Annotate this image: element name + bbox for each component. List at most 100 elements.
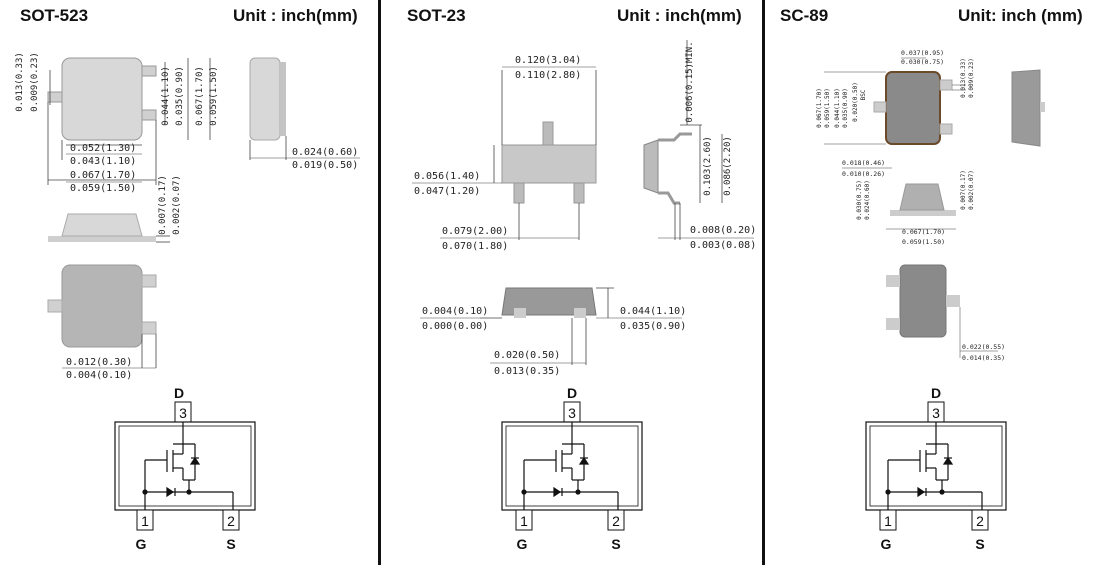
- lead: [886, 275, 900, 287]
- pinout-schematic: D 3: [501, 385, 643, 552]
- side-profile-body: [61, 213, 143, 237]
- dim-text: 0.044(1.10): [834, 88, 841, 128]
- lead: [886, 318, 900, 330]
- top-view-body: [885, 71, 941, 145]
- lead: [514, 308, 526, 318]
- pin3-label: D: [931, 385, 941, 401]
- dim-text: 0.056(1.40): [414, 171, 480, 182]
- lead: [574, 308, 586, 318]
- pin3-label: D: [567, 385, 577, 401]
- dim-text: 0.052(1.30): [70, 143, 136, 154]
- dim-text: BSC: [860, 89, 867, 100]
- dim-text: 0.006(0.15)MIN.: [685, 41, 695, 122]
- lead: [946, 295, 960, 307]
- lead: [939, 79, 953, 91]
- dim-text: 0.022(0.55): [962, 343, 1005, 351]
- sot523-drawing: 0.013(0.33) 0.009(0.23) 0.044(1.10) 0.03…: [15, 52, 360, 552]
- dim-text: 0.037(0.95): [901, 49, 944, 57]
- pin1-label: G: [517, 536, 528, 552]
- lead: [47, 91, 63, 103]
- dim-text: 0.012(0.30): [66, 357, 132, 368]
- lead: [658, 191, 680, 205]
- mosfet-icon: [885, 422, 983, 518]
- lead: [47, 299, 63, 313]
- sot23-drawing: 0.120(3.04) 0.110(2.80) 0.056(1.40) 0.04…: [412, 40, 756, 552]
- dim-text: 0.019(0.50): [292, 160, 358, 171]
- pinout-schematic: D 3: [114, 385, 256, 552]
- pin1-number: 1: [141, 513, 149, 529]
- dim-text: 0.035(0.90): [620, 321, 686, 332]
- dim-text: 0.013(0.33): [960, 58, 967, 98]
- unit-label: Unit : inch(mm): [617, 6, 742, 25]
- dim-text: 0.067(1.70): [195, 66, 205, 126]
- dim-text: 0.024(0.60): [864, 180, 871, 220]
- panel-sot-23: SOT-23 Unit : inch(mm) 0.120(3.04) 0.110…: [382, 0, 762, 565]
- dim-text: 0.079(2.00): [442, 226, 508, 237]
- lead: [1040, 102, 1045, 112]
- dim-text: 0.014(0.35): [962, 354, 1005, 362]
- dim-text: 0.044(1.10): [161, 66, 171, 126]
- lead: [658, 132, 692, 142]
- dim-text: 0.044(1.10): [620, 306, 686, 317]
- top-view-body: [61, 57, 143, 141]
- dim-text: 0.110(2.80): [515, 70, 581, 81]
- pin1-box: [879, 509, 897, 531]
- pin2-box: [971, 509, 989, 531]
- dim-text: 0.020(0.50): [852, 82, 859, 122]
- lead: [280, 62, 286, 136]
- dim-text: 0.030(0.75): [901, 58, 944, 66]
- package-outline-inner: [118, 425, 252, 507]
- lead: [873, 101, 887, 113]
- package-title: SC-89: [780, 6, 829, 25]
- unit-label: Unit: inch (mm): [958, 6, 1083, 25]
- lead: [48, 236, 156, 242]
- dim-text: 0.120(3.04): [515, 55, 581, 66]
- dim-text: 0.013(0.35): [494, 366, 560, 377]
- dim-text: 0.067(1.70): [902, 228, 945, 236]
- pin3-number: 3: [179, 405, 187, 421]
- dim-text: 0.009(0.23): [30, 52, 40, 112]
- pin2-number: 2: [227, 513, 235, 529]
- pin2-box: [607, 509, 625, 531]
- mosfet-icon: [142, 422, 234, 518]
- lead: [141, 65, 157, 77]
- pin3-number: 3: [568, 405, 576, 421]
- sc89-drawing: 0.037(0.95) 0.030(0.75) 0.067(1.70) 0.05…: [816, 49, 1045, 552]
- mosfet-icon: [521, 422, 619, 518]
- side-view-body: [249, 57, 281, 141]
- lead: [890, 210, 956, 216]
- dim-text: 0.059(1.50): [209, 66, 219, 126]
- dim-text: 0.103(2.60): [703, 136, 713, 196]
- side-view-body: [1011, 69, 1041, 147]
- lead: [573, 182, 585, 204]
- package-title: SOT-523: [20, 6, 89, 25]
- lead: [141, 321, 157, 335]
- pin3-number: 3: [932, 405, 940, 421]
- panel-divider: [762, 0, 765, 565]
- dim-text: 0.008(0.20): [690, 225, 756, 236]
- dim-text: 0.030(0.75): [856, 180, 863, 220]
- dim-text: 0.007(0.17): [158, 175, 168, 235]
- dim-text: 0.047(1.20): [414, 186, 480, 197]
- pin1-number: 1: [520, 513, 528, 529]
- pin1-number: 1: [884, 513, 892, 529]
- unit-label: Unit : inch(mm): [233, 6, 358, 25]
- dim-text: 0.059(1.50): [902, 238, 945, 246]
- pin1-box: [515, 509, 533, 531]
- bottom-view-body: [899, 264, 947, 338]
- pin2-label: S: [226, 536, 235, 552]
- side-profile-body: [899, 183, 945, 211]
- panel-sc-89: SC-89 Unit: inch (mm) 0.037(0.95) 0.030(…: [766, 0, 1100, 565]
- dim-text: 0.059(1.50): [824, 88, 831, 128]
- pin1-label: G: [136, 536, 147, 552]
- dim-text: 0.000(0.00): [422, 321, 488, 332]
- dim-text: 0.009(0.23): [968, 58, 975, 98]
- dim-text: 0.059(1.50): [70, 183, 136, 194]
- panel-sot-523: SOT-523 Unit : inch(mm) 0.013(0.33) 0.00…: [0, 0, 375, 565]
- dim-text: 0.003(0.08): [690, 240, 756, 251]
- dim-text: 0.035(0.90): [175, 66, 185, 126]
- dim-text: 0.035(0.90): [842, 88, 849, 128]
- dim-text: 0.067(1.70): [816, 88, 823, 128]
- pin1-box: [136, 509, 154, 531]
- pin2-box: [222, 509, 240, 531]
